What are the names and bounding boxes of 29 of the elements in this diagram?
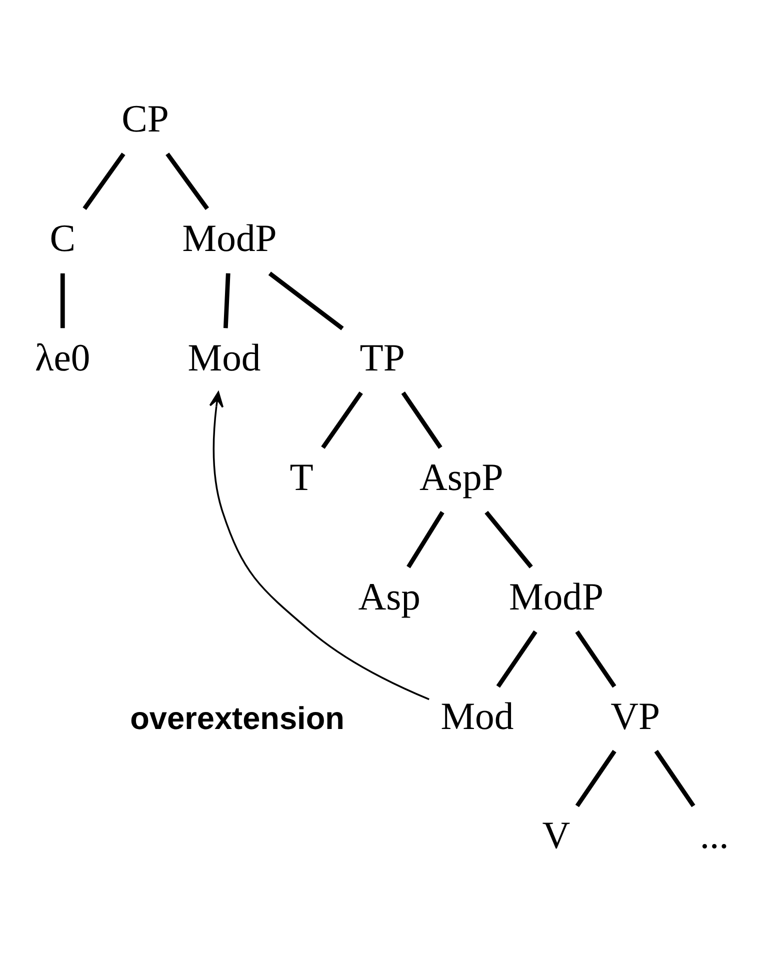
connector (223, 273, 230, 328)
node-text: T (290, 456, 314, 499)
connector (60, 273, 65, 328)
node-text: CP (122, 98, 169, 140)
node-text: ... (700, 815, 729, 858)
connector (321, 392, 363, 449)
node-text: Mod (440, 696, 514, 738)
connector (406, 511, 444, 568)
connector (401, 392, 442, 449)
connector (496, 630, 538, 688)
node-text: Mod (188, 337, 261, 380)
edge-label: overextension (130, 700, 344, 736)
connector (654, 750, 696, 808)
node-text: λe0 (35, 337, 90, 380)
connector (484, 510, 533, 568)
node-text: V (542, 815, 570, 858)
arrow (209, 391, 430, 700)
connector (575, 750, 616, 808)
node-text: ModP (182, 218, 277, 260)
node-text: ModP (509, 576, 604, 618)
node-text: VP (610, 696, 660, 738)
node-text: C (50, 218, 76, 260)
connector (268, 272, 344, 330)
node-text: AspP (420, 456, 504, 499)
connector (575, 630, 616, 688)
connector (82, 152, 126, 210)
node-text: TP (360, 337, 405, 380)
node-text: Asp (358, 576, 421, 618)
connector (166, 152, 209, 210)
